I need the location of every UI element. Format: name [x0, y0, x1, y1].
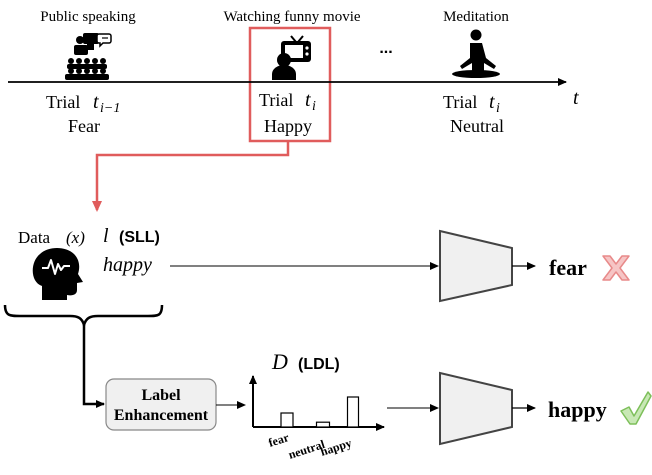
selection-arrow	[92, 141, 290, 212]
trial-symbol: t	[93, 91, 99, 113]
label-value: happy	[103, 254, 152, 276]
cross-icon	[602, 255, 630, 281]
trial-word: Trial	[443, 92, 477, 112]
highlight-box	[248, 26, 332, 143]
ldl-bar-happy	[346, 396, 360, 428]
output-happy: happy	[548, 397, 607, 422]
label-enhancement-line1: Label	[141, 387, 181, 404]
trial-symbol: t	[305, 89, 311, 111]
data-symbol: (x)	[66, 228, 85, 247]
trial-caption-funny-movie: Watching funny movie	[223, 9, 360, 25]
trial-subscript: i−1	[100, 101, 120, 116]
enhancement-arrow	[82, 325, 105, 408]
trial-caption-meditation: Meditation	[443, 9, 509, 25]
ldl-tag: (LDL)	[298, 356, 340, 373]
trial-label-2: Trial t i	[259, 89, 316, 114]
trial-caption-public-speaking: Public speaking	[40, 9, 136, 25]
trial-label-1: Trial t i−1	[46, 91, 120, 116]
label-symbol: l	[103, 225, 109, 247]
check-icon	[620, 391, 652, 425]
trial-label-3: Trial t i	[443, 91, 500, 116]
trial-subscript: i	[312, 99, 316, 114]
ldl-bar-neutral	[315, 421, 331, 428]
public-speaking-icon	[65, 33, 112, 80]
model-ldl	[439, 371, 513, 446]
ldl-symbol: D	[271, 349, 288, 374]
tv-viewer-icon	[272, 35, 311, 80]
trial-word: Trial	[259, 90, 293, 110]
data-label: Data	[18, 228, 51, 247]
meditation-icon	[452, 29, 500, 78]
trial-emotion-neutral: Neutral	[450, 116, 504, 136]
ldl-bar-fear	[280, 412, 294, 428]
trial-word: Trial	[46, 92, 80, 112]
output-fear: fear	[549, 255, 587, 280]
timeline-ellipsis: ...	[379, 40, 392, 57]
ldl-tick-label-fear: fear	[267, 430, 292, 450]
time-axis-label: t	[573, 87, 579, 109]
trial-subscript: i	[496, 101, 500, 116]
brain-signal-icon	[32, 248, 83, 300]
trial-emotion-happy: Happy	[264, 116, 312, 136]
label-enhancement-line2: Enhancement	[114, 407, 209, 424]
ldl-tick-label-happy: happy	[319, 436, 354, 459]
trial-symbol: t	[489, 91, 495, 113]
sll-tag: (SLL)	[119, 229, 160, 246]
grouping-brace	[3, 304, 164, 330]
trial-emotion-fear: Fear	[68, 116, 100, 136]
model-sll	[439, 229, 513, 303]
